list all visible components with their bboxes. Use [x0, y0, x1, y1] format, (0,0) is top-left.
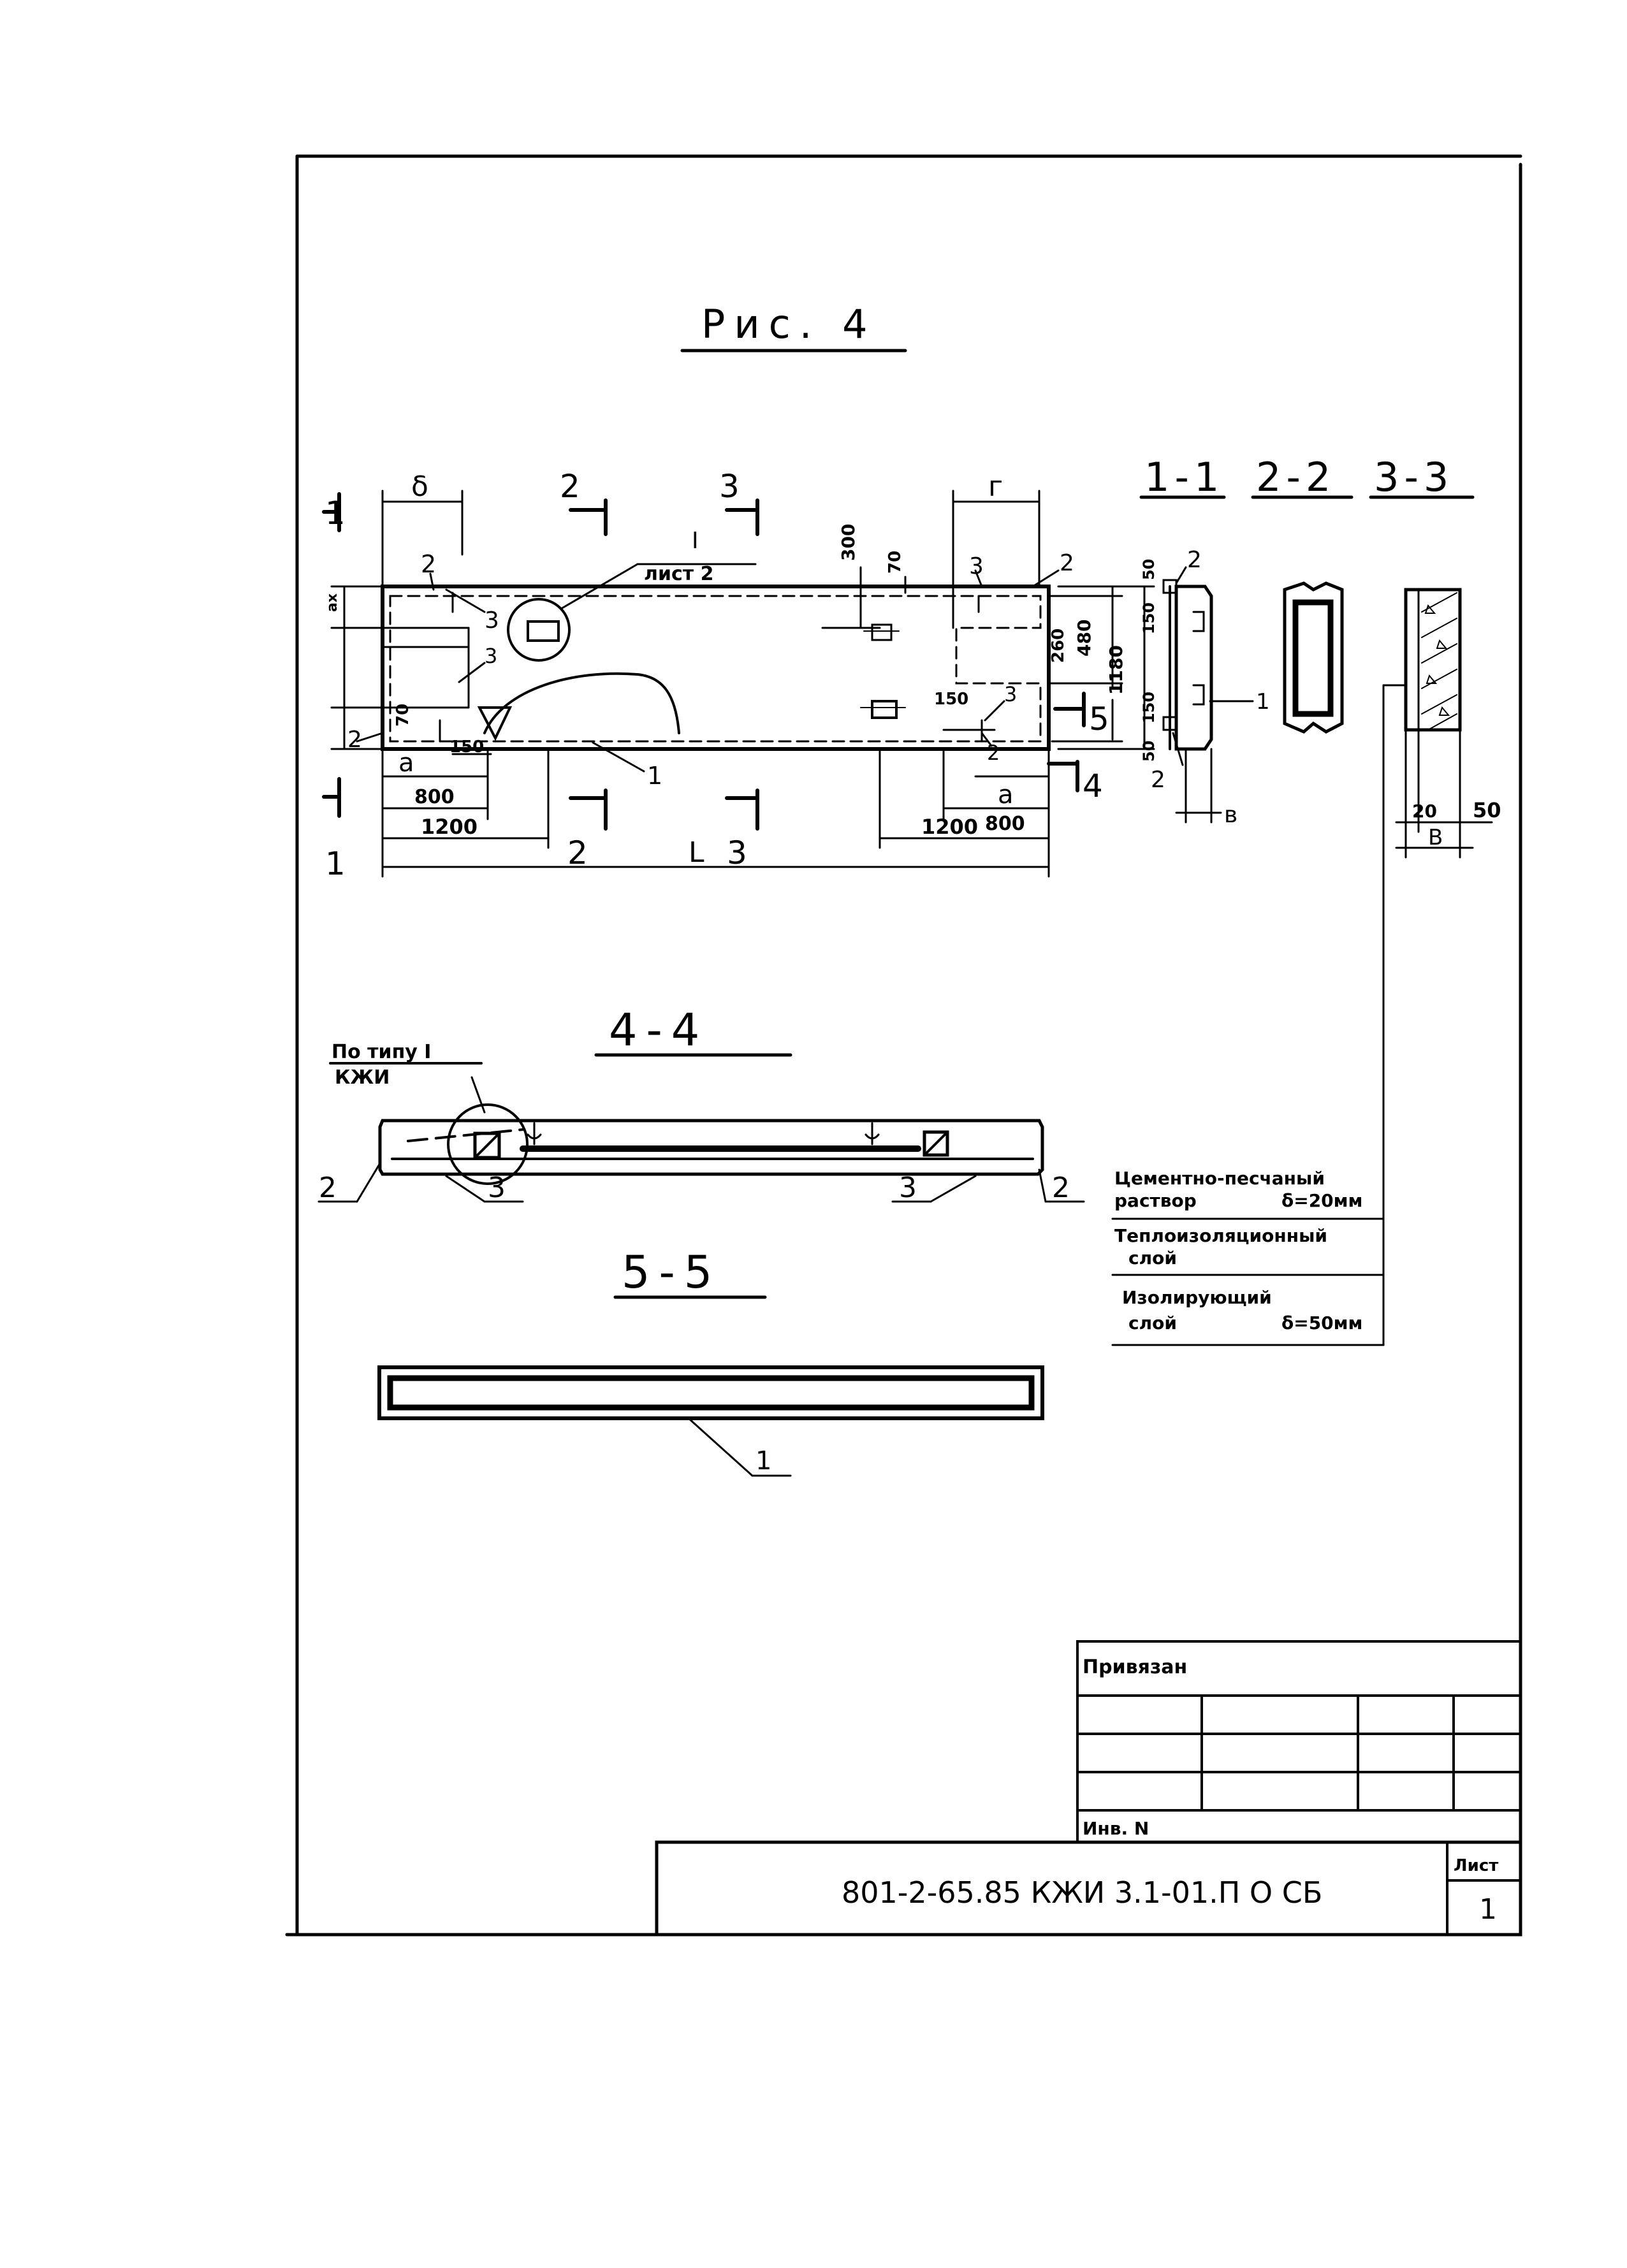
cut-3-bottom: 3	[727, 834, 747, 871]
legend-1-value: δ=20мм	[1281, 1190, 1362, 1211]
figure-title: Рис. 4	[701, 301, 877, 347]
item-3-a: 3	[485, 607, 499, 634]
dim-left-a: ах	[325, 593, 340, 612]
dim-50-bottom: 50	[1140, 741, 1158, 762]
detail-sheet: лист 2	[644, 563, 713, 585]
section-title-3-3: 3-3	[1374, 454, 1454, 500]
section-2-2	[1251, 495, 1353, 734]
item-3-e: 3	[488, 1172, 506, 1204]
dim-g: г	[988, 470, 1003, 503]
cut-2-top: 2	[560, 468, 580, 505]
dim-150-left: 150	[449, 738, 484, 757]
section-title-1-1: 1-1	[1144, 454, 1224, 500]
stamp-sheet-number: 1	[1479, 1893, 1497, 1926]
stamp-bound-label: Привязан	[1083, 1656, 1187, 1678]
title-block	[655, 1640, 1522, 1937]
section-title-2-2: 2-2	[1256, 454, 1336, 500]
dim-B-3-3: В	[1428, 825, 1443, 850]
dim-1180: 1180	[1105, 645, 1127, 695]
stamp-inv-label: Инв. N	[1083, 1818, 1149, 1839]
dim-a-right: a	[998, 780, 1014, 810]
cut-1-top: 1	[325, 495, 346, 532]
dim-70-top: 70	[886, 551, 905, 574]
cut-2-bottom: 2	[567, 834, 588, 871]
section-title-5-5: 5-5	[622, 1246, 721, 1298]
dim-150-right: 150	[934, 690, 968, 709]
item-3-d: 3	[1004, 682, 1017, 706]
item-2-c: 2	[1060, 550, 1074, 576]
legend-3-line2: слой	[1128, 1312, 1177, 1334]
legend-1-line1: Цементно-песчаный	[1114, 1168, 1325, 1189]
dim-v-1-1: в	[1224, 802, 1237, 828]
section-3-3	[1369, 495, 1493, 1346]
panel-elevation	[322, 490, 1155, 878]
item-3-f: 3	[899, 1172, 917, 1204]
item-2-h: 2	[1052, 1172, 1070, 1204]
dim-20: 20	[1412, 801, 1437, 822]
section-5-5	[377, 1295, 1044, 1477]
item-2-b: 2	[347, 727, 362, 753]
item-2-e: 2	[1187, 547, 1202, 573]
legend-1-line2: раствор	[1114, 1190, 1197, 1211]
legend-2-line1: Теплоизоляционный	[1114, 1225, 1327, 1246]
dim-260: 260	[1049, 629, 1068, 663]
section-title-4-4: 4-4	[609, 1004, 708, 1056]
section-4-4	[317, 1053, 1085, 1203]
dim-a-left: a	[398, 748, 414, 778]
dim-50-layer: 50	[1473, 798, 1501, 822]
dim-L: L	[689, 836, 704, 869]
dim-1200-right: 1200	[921, 815, 978, 839]
item-3-c: 3	[969, 553, 984, 579]
layer-legend-frame	[1111, 1218, 1385, 1346]
legend-3-value: δ=50мм	[1281, 1312, 1362, 1334]
section-1-1	[1139, 495, 1254, 824]
item-2-d: 2	[987, 741, 1000, 765]
legend-2-line2: слой	[1128, 1247, 1177, 1268]
dim-480: 480	[1074, 620, 1095, 657]
item-2-f: 2	[1151, 767, 1165, 793]
dim-50-top: 50	[1140, 559, 1158, 580]
dim-800-left: 800	[414, 786, 455, 808]
dim-150-sec-top: 150	[1140, 602, 1158, 634]
item-3-b: 3	[485, 644, 497, 668]
dim-150-sec-bot: 150	[1140, 692, 1158, 723]
sheet-frame	[285, 154, 1522, 1937]
type-ref-line2: КЖИ	[335, 1066, 390, 1089]
dim-300: 300	[838, 524, 859, 561]
dim-800-right: 800	[985, 813, 1025, 835]
stamp-doc-code: 801-2-65.85 КЖИ 3.1-01.П О СБ	[842, 1875, 1322, 1910]
detail-numeral: I	[692, 528, 699, 554]
stamp-sheet-label: Лист	[1454, 1856, 1498, 1875]
cut-5: 5	[1089, 701, 1109, 738]
item-2-a: 2	[421, 550, 436, 578]
item-1-b: 1	[1256, 689, 1270, 715]
item-1-c: 1	[755, 1446, 771, 1476]
legend-3-line1: Изолирующий	[1122, 1287, 1272, 1308]
cut-3-top: 3	[719, 468, 740, 505]
item-1-a: 1	[647, 762, 662, 790]
type-ref-line1: По типу I	[332, 1041, 431, 1063]
dim-1200-left: 1200	[421, 815, 478, 839]
dim-delta: δ	[411, 470, 428, 503]
dim-70-left: 70	[393, 704, 412, 727]
cut-1-bottom: 1	[325, 845, 346, 882]
item-2-g: 2	[319, 1172, 337, 1204]
cut-4: 4	[1083, 767, 1103, 804]
